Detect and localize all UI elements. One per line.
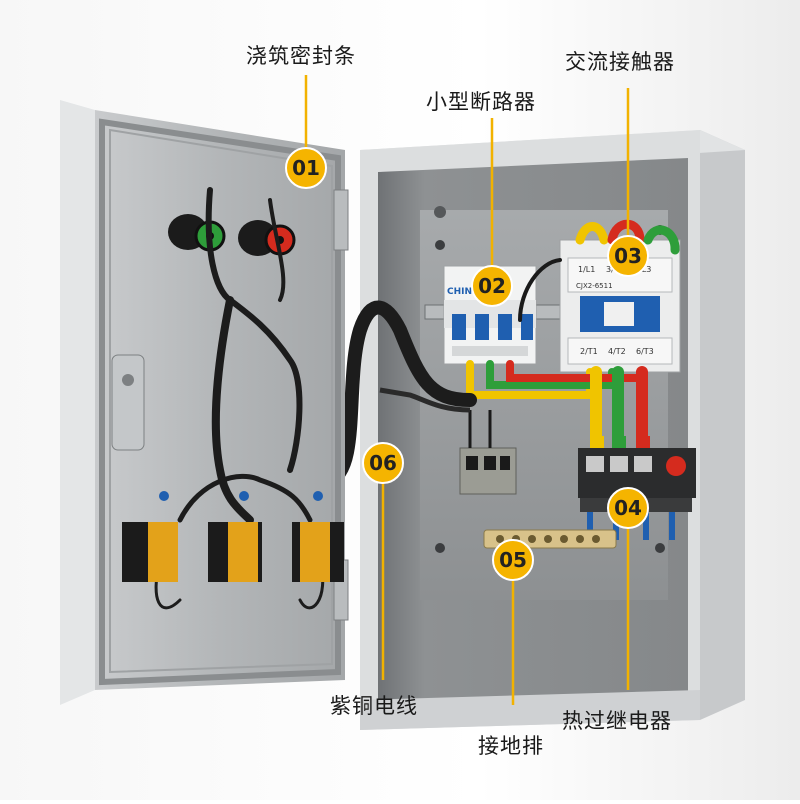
badge-06-number: 06 <box>369 451 397 475</box>
contactor-model: CJX2-6511 <box>576 282 613 290</box>
badge-03-number: 03 <box>614 244 642 268</box>
badge-02-number: 02 <box>478 274 506 298</box>
badge-05-number: 05 <box>499 548 527 572</box>
sealing-strip <box>99 118 341 686</box>
wire-branch <box>379 387 471 413</box>
callout-label-03: 交流接触器 <box>565 50 675 74</box>
cabinet-door <box>60 100 349 705</box>
callout-label-02: 小型断路器 <box>426 90 536 114</box>
badge-01: 01 <box>285 147 327 189</box>
callout-label-05: 接地排 <box>478 734 544 758</box>
push-button-switches <box>122 491 344 582</box>
badge-04: 04 <box>607 487 649 529</box>
callout-label-04: 热过继电器 <box>562 709 672 733</box>
badge-04-number: 04 <box>614 496 642 520</box>
badge-02: 02 <box>471 265 513 307</box>
cabinet-body <box>360 130 745 730</box>
contactor-terminal-bottom-3: 6/T3 <box>636 347 654 356</box>
breaker-brand: CHINT <box>447 287 479 297</box>
contactor-terminal-bottom-2: 4/T2 <box>608 347 626 356</box>
badge-01-number: 01 <box>292 156 320 180</box>
callout-label-06: 紫铜电线 <box>330 694 418 718</box>
badge-03: 03 <box>607 235 649 277</box>
contactor-terminal-top-1: 1/L1 <box>578 265 595 274</box>
terminal-block <box>459 410 517 495</box>
callout-label-01: 浇筑密封条 <box>246 44 356 68</box>
badge-05: 05 <box>492 539 534 581</box>
badge-06: 06 <box>362 442 404 484</box>
contactor-relay-wires <box>590 366 650 456</box>
contactor-terminal-bottom-1: 2/T1 <box>580 347 598 356</box>
